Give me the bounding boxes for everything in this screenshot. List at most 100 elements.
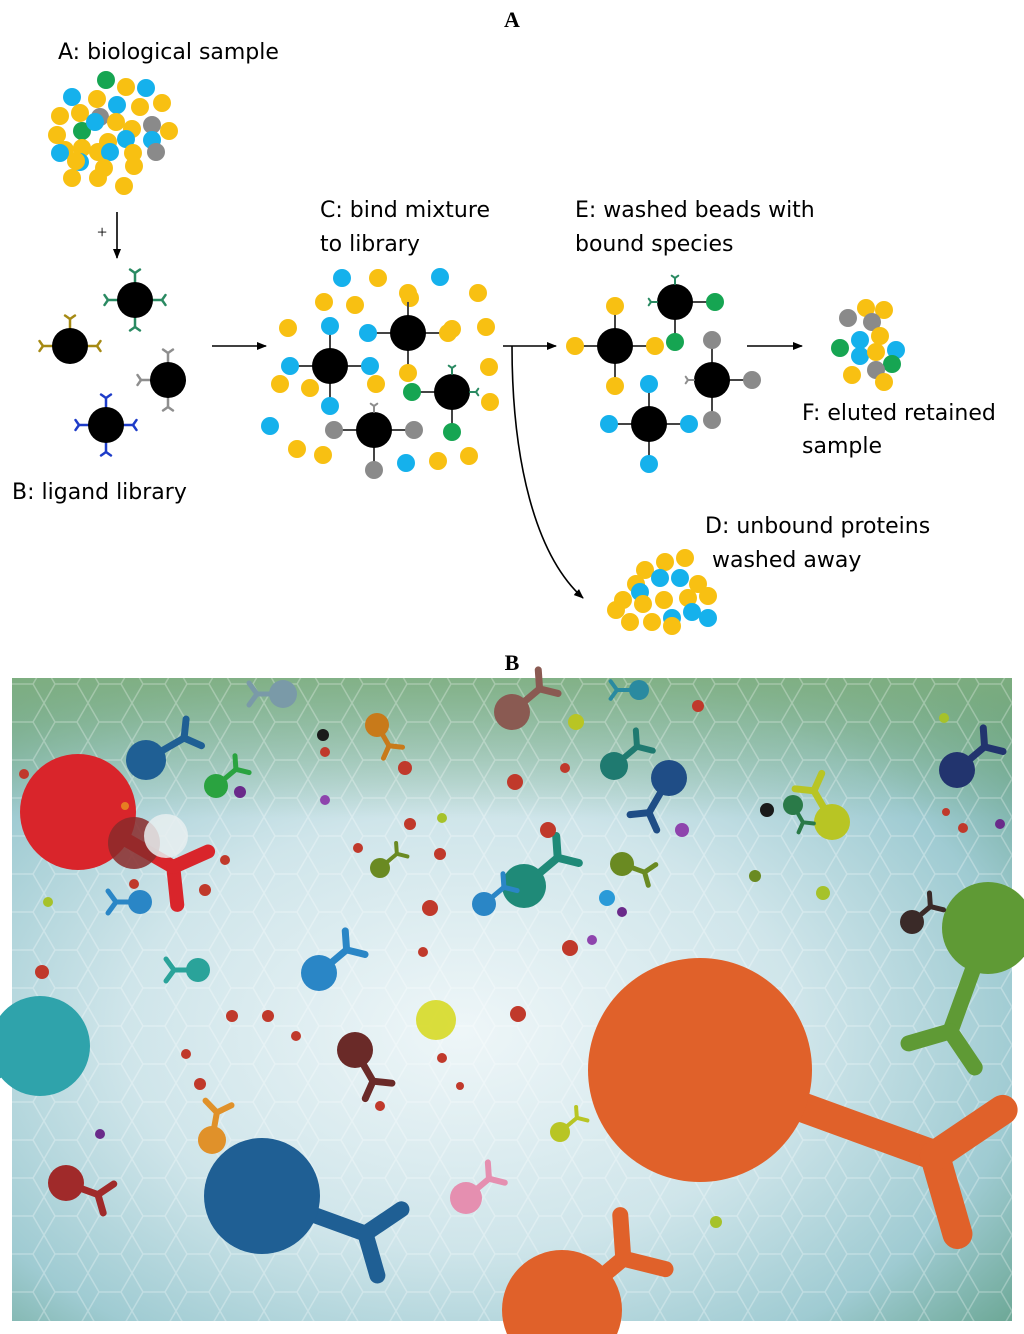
ligand-y [128, 316, 142, 332]
photo-arm-branch [394, 841, 399, 856]
bound-protein-blue [361, 357, 379, 375]
photo-particle [422, 900, 438, 916]
photo-ligand-bead [791, 769, 850, 840]
sample-protein-blue [137, 79, 155, 97]
eluted-protein-yellow [857, 299, 875, 317]
ligand-y [447, 364, 457, 375]
label-washed-beads-line2: bound species [575, 232, 733, 257]
photo-ligand-bead [900, 882, 1024, 1076]
mixture-protein-yellow [288, 440, 306, 458]
bead-with-bound-proteins [281, 317, 379, 415]
photo-particle [692, 700, 704, 712]
sample-protein-yellow [88, 90, 106, 108]
photo-ligand-bead [163, 956, 210, 984]
sample-protein-yellow [153, 94, 171, 112]
photo-ligand-bead [502, 832, 583, 908]
mixture-protein-yellow [271, 375, 289, 393]
photo-arm-branch [645, 809, 661, 834]
mixture-protein-yellow [429, 452, 447, 470]
label-ligand-library: B: ligand library [12, 480, 187, 505]
photo-ligand-bead [105, 888, 152, 916]
photo-ligand-bead [900, 890, 947, 934]
sample-protein-yellow [89, 169, 107, 187]
photo-particle [942, 808, 950, 816]
unbound-protein-yellow [656, 553, 674, 571]
photo-bead [651, 760, 687, 796]
sample-protein-blue [51, 144, 69, 162]
photo-bead [48, 1165, 84, 1201]
ligand-y [161, 396, 175, 412]
unbound-protein-yellow [679, 589, 697, 607]
bound-protein-yellow [399, 284, 417, 302]
photo-arm-branch [369, 1077, 396, 1087]
photo-particle [675, 823, 689, 837]
mixture-protein-blue [397, 454, 415, 472]
ligand-arm [475, 387, 480, 393]
bead-with-bound-proteins [657, 284, 724, 351]
mixture-protein-yellow [315, 293, 333, 311]
photo-ligand-bead [204, 1138, 410, 1284]
sample-protein-yellow [51, 107, 69, 125]
label-unbound-line1: D: unbound proteins [705, 514, 930, 539]
eluted-protein-blue [851, 347, 869, 365]
sample-protein-gray [147, 143, 165, 161]
photo-ligand-bead [783, 795, 816, 835]
photo-ligand-bead [494, 666, 562, 730]
ligand-arm [369, 402, 375, 407]
unbound-protein-yellow [607, 601, 625, 619]
mixture-protein-yellow [301, 379, 319, 397]
bead [88, 407, 124, 443]
photo-arm-branch [791, 785, 818, 795]
photo-arm-branch [484, 1159, 492, 1182]
photo-bead [939, 752, 975, 788]
photo-bead [204, 774, 228, 798]
eluted-protein-yellow [867, 343, 885, 361]
photo-ligand-bead [939, 724, 1007, 788]
photo-arm-branch [341, 927, 351, 954]
photo-particle [562, 940, 578, 956]
ligand-y [469, 387, 480, 397]
bead-with-ligands [136, 348, 186, 412]
unbound-protein-yellow [643, 613, 661, 631]
ligand-arm [63, 314, 72, 321]
ligand-y [74, 418, 90, 432]
photo-arm-branch [642, 862, 659, 875]
photo-bead [128, 890, 152, 914]
sample-protein-green [73, 122, 91, 140]
arrow-c-to-d [511, 345, 584, 599]
photo-protein-disc [144, 814, 188, 858]
bound-protein-yellow [399, 364, 417, 382]
photo-bead [198, 1126, 226, 1154]
photo-bead [186, 958, 210, 982]
photo-molecules [0, 666, 1024, 1334]
sample-protein-yellow [67, 152, 85, 170]
photo-bead [502, 864, 546, 908]
ligand-y [369, 402, 379, 413]
photo-arm-branch [500, 871, 507, 890]
photo-bead [365, 713, 389, 737]
mixture-protein-yellow [369, 269, 387, 287]
bound-protein-gray [325, 421, 343, 439]
photo-ligand-bead [48, 1165, 118, 1217]
bead [694, 362, 730, 398]
photo-ligand-bead [588, 958, 1018, 1249]
photo-particle [234, 786, 246, 798]
mixture-protein-blue [431, 268, 449, 286]
unbound-protein-blue [683, 603, 701, 621]
unbound-protein-blue [651, 569, 669, 587]
mixture-protein-blue [261, 417, 279, 435]
eluted-protein-gray [839, 309, 857, 327]
sample-protein-green [97, 71, 115, 89]
photo-particle [19, 769, 29, 779]
photo-ligand-bead [0, 996, 90, 1096]
photo-particle [398, 761, 412, 775]
ligand-y [99, 393, 113, 409]
mixture-protein-yellow [367, 375, 385, 393]
bound-protein-blue [321, 397, 339, 415]
mixture-protein-yellow [346, 296, 364, 314]
bead [597, 328, 633, 364]
bound-protein-yellow [646, 337, 664, 355]
bead-with-bound-proteins [600, 375, 698, 473]
biological-sample-cluster [48, 71, 178, 195]
